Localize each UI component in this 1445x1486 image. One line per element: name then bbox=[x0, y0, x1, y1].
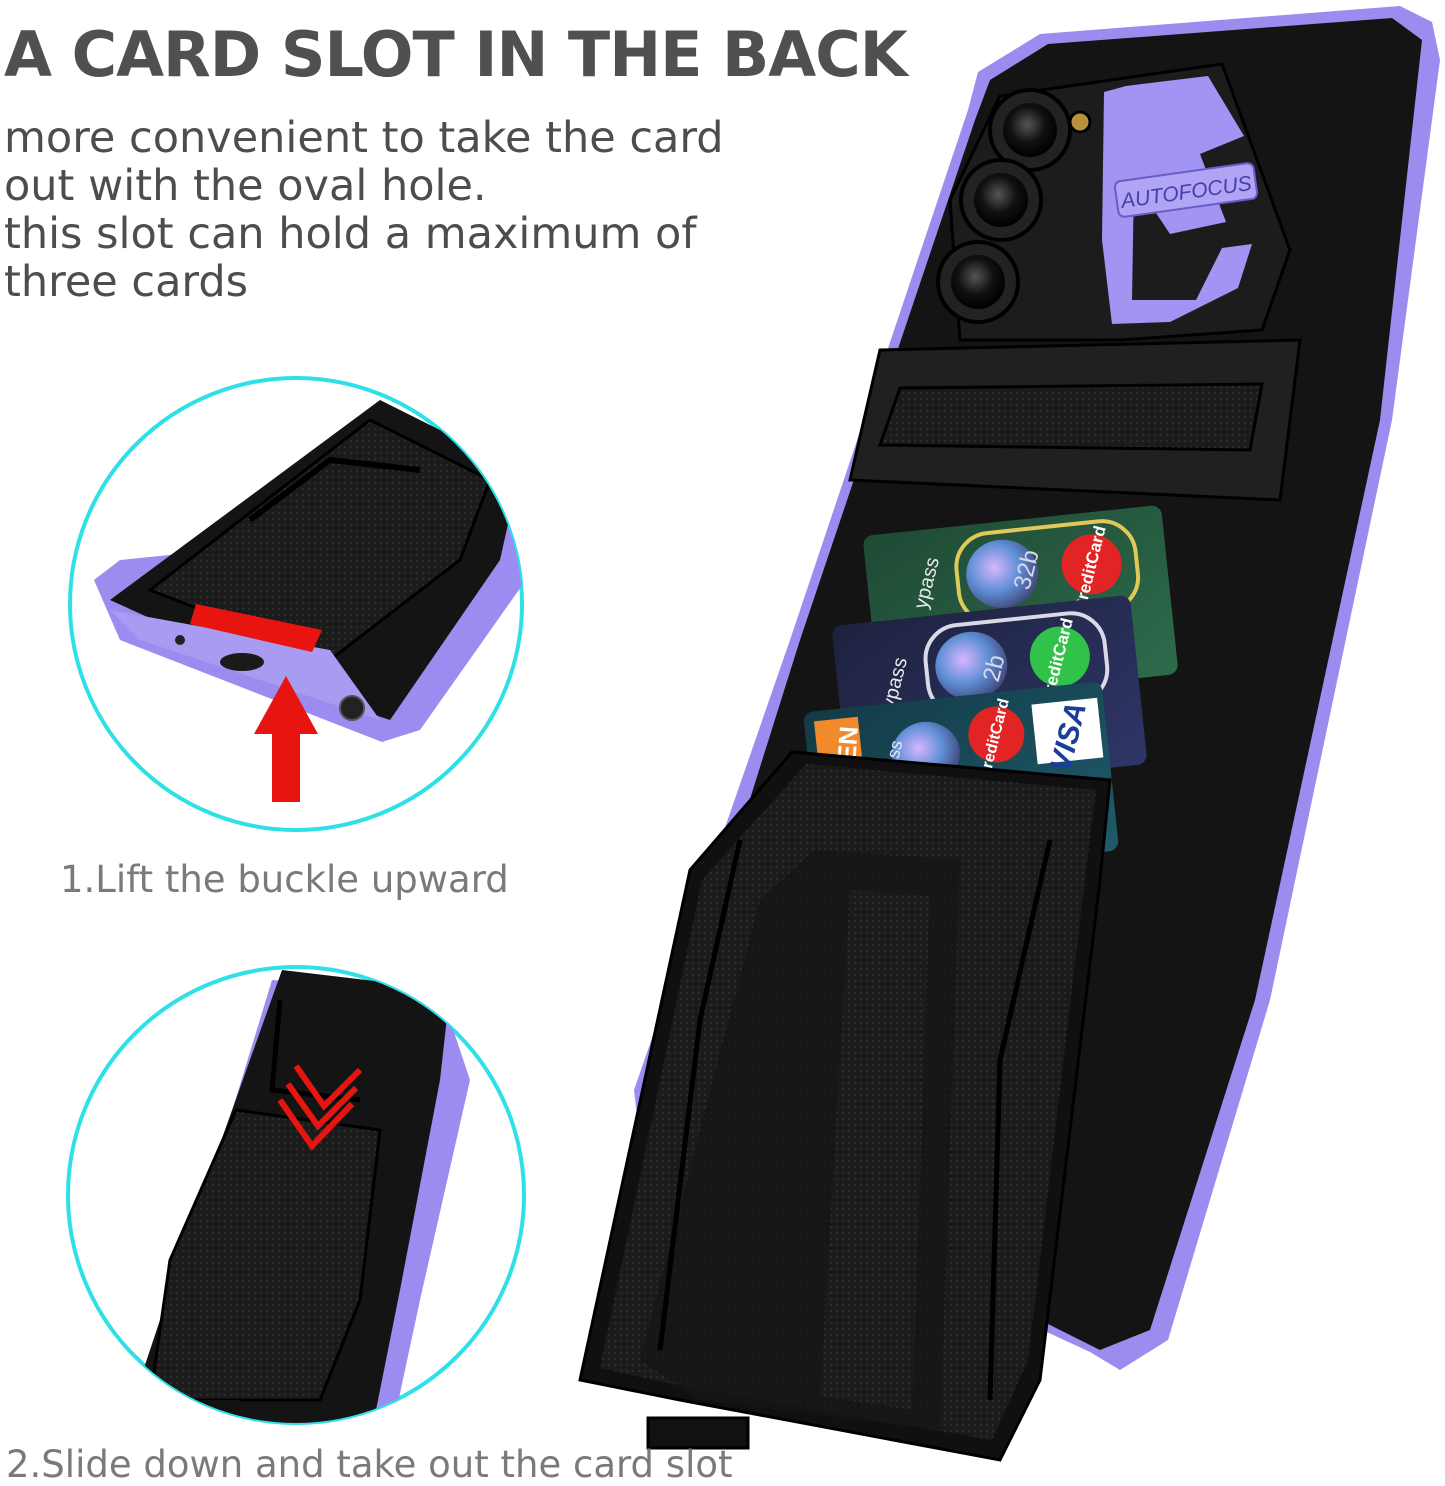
red-chevron-down-icon bbox=[277, 1064, 363, 1151]
kickstand bbox=[848, 338, 1302, 502]
description: more convenient to take the card out wit… bbox=[4, 114, 764, 306]
detail-circle-slide-down bbox=[66, 965, 526, 1425]
description-line: out with the oval hole. bbox=[4, 161, 487, 211]
red-arrow-up-icon bbox=[254, 676, 318, 802]
card-pocket-cover bbox=[578, 750, 1112, 1462]
headline: A CARD SLOT IN THE BACK bbox=[4, 18, 908, 91]
step-2-label: 2.Slide down and take out the card slot bbox=[6, 1443, 733, 1486]
description-line: this slot can hold a maximum of bbox=[4, 209, 697, 259]
step-1-label: 1.Lift the buckle upward bbox=[60, 858, 509, 901]
detail-circle-lift-buckle bbox=[68, 376, 524, 832]
description-line: three cards bbox=[4, 257, 249, 307]
flash bbox=[1068, 110, 1092, 134]
phone-case: AUTOFOCUS CreditCard 32b ypass bbox=[578, 6, 1440, 1462]
description-line: more convenient to take the card bbox=[4, 113, 724, 163]
camera-module: AUTOFOCUS bbox=[936, 62, 1292, 342]
card-number: 2b bbox=[978, 652, 1011, 684]
